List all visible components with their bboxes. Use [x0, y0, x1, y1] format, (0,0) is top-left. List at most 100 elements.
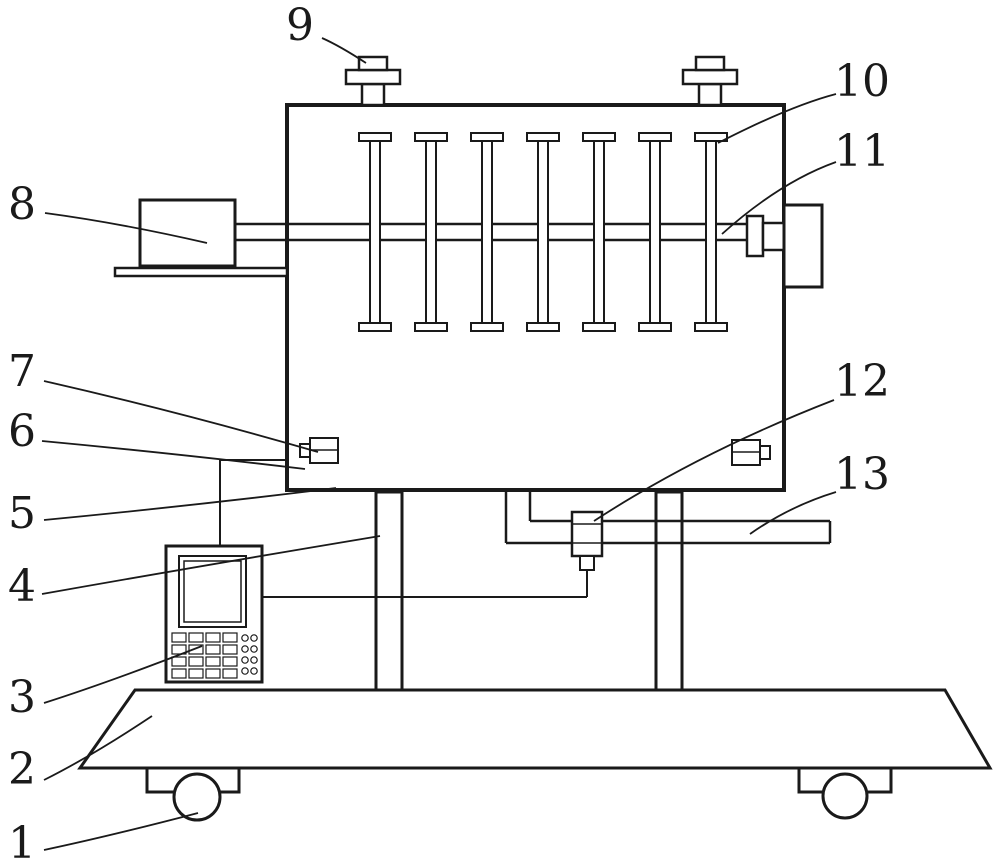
paddle	[638, 132, 672, 332]
part-label-12: 12	[834, 356, 890, 407]
keypad-dot	[250, 645, 258, 653]
keypad-dot	[241, 656, 249, 664]
tank-sensor-right	[731, 439, 771, 466]
keypad-key	[205, 668, 221, 679]
paddle-bottom-cap	[694, 322, 728, 332]
paddle-bottom-cap	[638, 322, 672, 332]
leader-line-9	[321, 37, 367, 64]
discharge-valve	[570, 510, 604, 571]
keypad-dot	[241, 667, 249, 675]
leg-column	[374, 490, 404, 692]
bolt-nut	[694, 55, 726, 72]
paddle-bottom-cap	[470, 322, 504, 332]
paddle-rod	[705, 140, 717, 324]
paddle-top-cap	[358, 132, 392, 142]
coupling-hub	[761, 221, 786, 252]
bolt-nut	[357, 55, 389, 72]
leader-line-4	[41, 535, 381, 595]
top-bolt-right	[681, 55, 739, 107]
paddle-top-cap	[526, 132, 560, 142]
paddle-bottom-cap	[582, 322, 616, 332]
wheel-right	[797, 766, 893, 820]
paddle	[414, 132, 448, 332]
paddle-bottom-cap	[358, 322, 392, 332]
paddle-top-cap	[414, 132, 448, 142]
sensor-tab	[299, 443, 311, 458]
leader-line-1	[43, 812, 199, 851]
keypad-key	[222, 632, 238, 643]
keypad-key	[205, 644, 221, 655]
keypad-dot	[241, 634, 249, 642]
part-label-9: 9	[286, 0, 314, 51]
bolt-stem	[697, 82, 723, 107]
keypad-key	[205, 632, 221, 643]
paddle-top-cap	[638, 132, 672, 142]
paddle-rod	[481, 140, 493, 324]
wheel-left	[145, 766, 241, 822]
paddle-bottom-cap	[526, 322, 560, 332]
part-label-13: 13	[834, 449, 890, 500]
paddle	[694, 132, 728, 332]
motor-bracket	[113, 266, 289, 278]
top-bolt-left	[344, 55, 402, 107]
keypad-key	[188, 668, 204, 679]
part-label-2: 2	[8, 744, 36, 795]
bolt-stem	[360, 82, 386, 107]
part-label-11: 11	[834, 126, 890, 177]
leader-line-10	[717, 93, 837, 144]
keypad-key	[205, 656, 221, 667]
drive-motor	[113, 198, 289, 278]
leader-line-2	[43, 715, 153, 781]
panel-screen-inner	[183, 560, 242, 623]
motor-body	[138, 198, 237, 268]
coupling-flange	[745, 214, 765, 258]
paddle	[470, 132, 504, 332]
paddle-bottom-cap	[414, 322, 448, 332]
base-platform	[77, 688, 993, 770]
base-trapezoid	[77, 688, 993, 770]
leader-line-5	[43, 487, 337, 521]
paddle	[358, 132, 392, 332]
support-leg-left	[374, 490, 404, 692]
paddle-top-cap	[470, 132, 504, 142]
paddle	[582, 132, 616, 332]
keypad-dot	[241, 645, 249, 653]
paddle-rod	[425, 140, 437, 324]
paddle	[526, 132, 560, 332]
sensor-tab	[759, 445, 771, 460]
keypad-key	[171, 632, 187, 643]
keypad-dot	[250, 656, 258, 664]
bolt-flange	[681, 68, 739, 86]
part-label-7: 7	[8, 346, 36, 397]
keypad-key	[188, 632, 204, 643]
leader-line-8	[44, 212, 208, 244]
paddle-top-cap	[582, 132, 616, 142]
leader-line-12	[593, 399, 835, 522]
part-label-5: 5	[8, 488, 36, 539]
wheel-circle	[172, 772, 222, 822]
paddle-rod	[369, 140, 381, 324]
valve-stem	[579, 555, 595, 571]
shaft-coupling	[745, 214, 786, 258]
keypad-dot	[250, 667, 258, 675]
part-label-6: 6	[8, 406, 36, 457]
leader-line-3	[43, 645, 203, 704]
leader-line-11	[721, 161, 837, 235]
control-panel	[164, 544, 264, 684]
stirring-paddles	[358, 132, 728, 332]
part-label-1: 1	[8, 818, 36, 868]
bearing-box	[782, 203, 824, 289]
bearing-housing	[782, 203, 824, 289]
keypad-key	[222, 656, 238, 667]
part-label-3: 3	[8, 672, 36, 723]
leader-line-6	[41, 440, 306, 470]
panel-keypad	[171, 632, 258, 679]
paddle-rod	[593, 140, 605, 324]
keypad-key	[171, 656, 187, 667]
wheel-circle	[821, 772, 869, 820]
keypad-key	[222, 668, 238, 679]
bolt-flange	[344, 68, 402, 86]
keypad-dot	[250, 634, 258, 642]
